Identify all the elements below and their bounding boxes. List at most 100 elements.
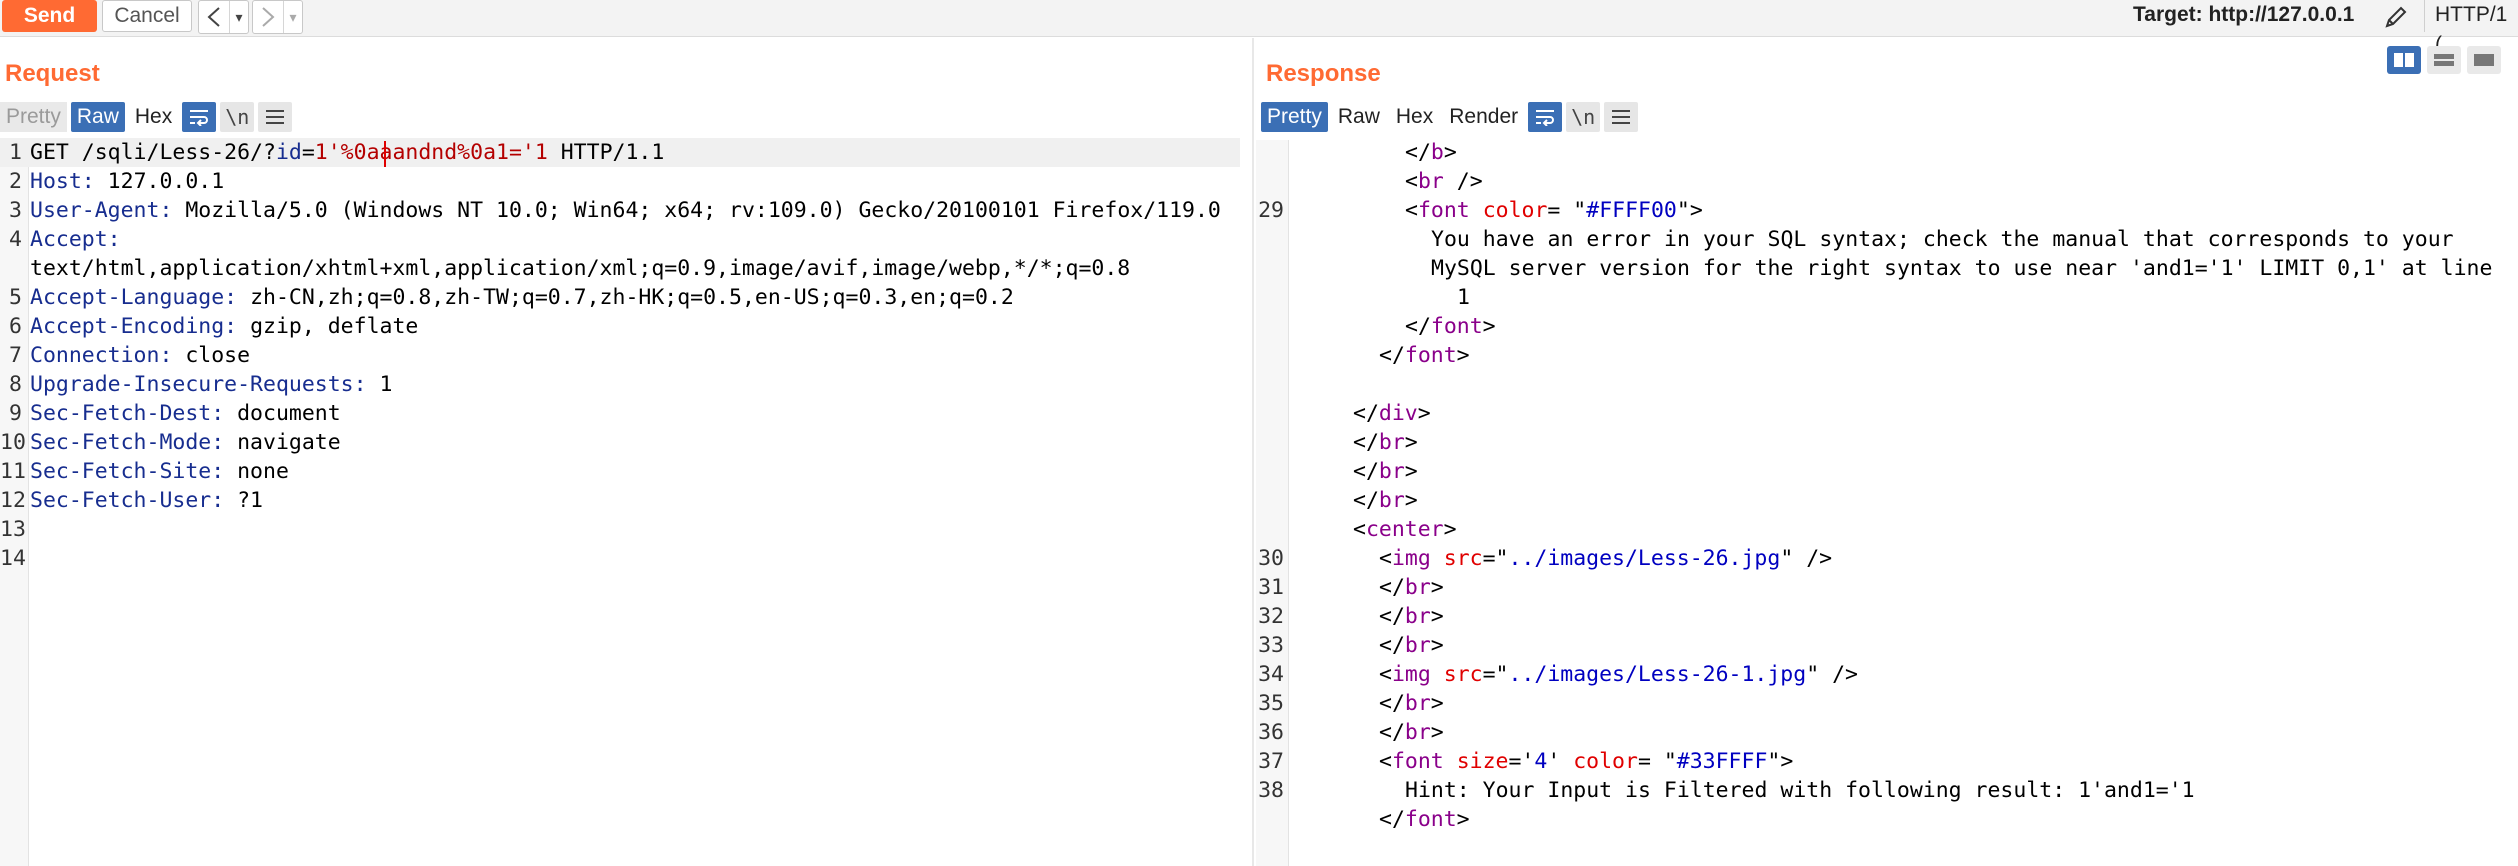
response-line: 37<font size='4' color= "#33FFFF"> xyxy=(1256,747,2496,776)
split-horizontal-layout-icon[interactable] xyxy=(2387,46,2421,74)
code-text: MySQL server version for the right synta… xyxy=(1431,256,2493,281)
tabs-layout-icon[interactable] xyxy=(2467,46,2501,74)
request-tab-pretty[interactable]: Pretty xyxy=(0,102,67,132)
line-number: 8 xyxy=(9,372,22,397)
pane-splitter[interactable] xyxy=(1252,38,1254,866)
request-method-path: GET /sqli/Less-26/? xyxy=(30,140,276,165)
response-tab-pretty[interactable]: Pretty xyxy=(1261,102,1328,132)
header-value: 127.0.0.1 xyxy=(94,169,225,194)
protocol-selector[interactable]: HTTP/1 ( xyxy=(2424,0,2518,56)
line-number: 7 xyxy=(9,343,22,368)
attribute-value: #FFFF00 xyxy=(1586,198,1677,223)
response-line: </font> xyxy=(1256,805,2496,834)
header-name: Accept-Language xyxy=(30,285,225,310)
line-number: 33 xyxy=(1258,633,1284,658)
response-line: </font> xyxy=(1256,312,2496,341)
response-menu-icon[interactable] xyxy=(1604,102,1639,132)
response-title: Response xyxy=(1266,60,1381,87)
code-text: /> xyxy=(1443,169,1483,194)
edit-target-pencil-icon[interactable] xyxy=(2381,2,2411,32)
header-value: Mozilla/5.0 (Windows NT 10.0; Win64; x64… xyxy=(172,198,1221,223)
text-caret xyxy=(384,141,386,167)
back-dropdown-icon[interactable]: ▾ xyxy=(229,1,248,33)
forward-nav-group: ▾ xyxy=(252,0,303,34)
request-text: text/html,application/xhtml+xml,applicat… xyxy=(30,256,1131,281)
response-word-wrap-icon[interactable] xyxy=(1528,102,1563,132)
html-tag: br xyxy=(1417,169,1444,194)
line-number: 34 xyxy=(1258,662,1284,687)
code-text: </ xyxy=(1353,488,1379,513)
back-arrow-icon[interactable] xyxy=(199,6,229,28)
line-number: 6 xyxy=(9,314,22,339)
code-text: "> xyxy=(1676,198,1703,223)
show-newlines-button[interactable]: \n xyxy=(220,102,255,132)
send-button[interactable]: Send xyxy=(2,0,97,32)
header-name: Accept xyxy=(30,227,108,252)
cancel-button[interactable]: Cancel xyxy=(102,0,192,32)
line-number: 31 xyxy=(1258,575,1284,600)
response-line: 34<img src="../images/Less-26-1.jpg" /> xyxy=(1256,660,2496,689)
code-text: < xyxy=(1379,662,1392,687)
response-line: 29<font color= "#FFFF00"> xyxy=(1256,196,2496,225)
line-number: 2 xyxy=(9,169,22,194)
line-number: 4 xyxy=(9,227,22,252)
code-text: </ xyxy=(1379,633,1405,658)
response-tab-render[interactable]: Render xyxy=(1449,105,1519,128)
code-text: < xyxy=(1405,169,1418,194)
request-menu-icon[interactable] xyxy=(258,102,293,132)
code-text: =' xyxy=(1508,749,1535,774)
request-gutter xyxy=(0,140,29,866)
code-text: = " xyxy=(1637,749,1677,774)
header-value: zh-CN,zh;q=0.8,zh-TW;q=0.7,zh-HK;q=0.5,e… xyxy=(237,285,1014,310)
html-tag: img xyxy=(1391,546,1431,571)
code-text: > xyxy=(1430,720,1444,745)
response-line: 31</br> xyxy=(1256,573,2496,602)
response-tab-raw[interactable]: Raw xyxy=(1337,105,1380,128)
target-label: Target: http://127.0.0.1 xyxy=(2133,3,2355,26)
header-value: 1 xyxy=(366,372,393,397)
word-wrap-icon[interactable] xyxy=(182,102,217,132)
forward-dropdown-icon[interactable]: ▾ xyxy=(283,1,302,33)
response-line xyxy=(1256,370,2496,399)
response-viewer[interactable]: </b><br />29<font color= "#FFFF00">You h… xyxy=(1256,138,2496,834)
html-tag: br xyxy=(1404,633,1431,658)
http-version: HTTP/1.1 xyxy=(547,140,665,165)
split-vertical-layout-icon[interactable] xyxy=(2427,46,2461,74)
code-text: </ xyxy=(1379,604,1405,629)
code-text: You have an error in your SQL syntax; ch… xyxy=(1431,227,2454,252)
line-number: 14 xyxy=(0,546,26,571)
line-number: 9 xyxy=(9,401,22,426)
response-tab-hex[interactable]: Hex xyxy=(1395,105,1434,128)
html-attribute: size xyxy=(1456,749,1509,774)
response-line: 36</br> xyxy=(1256,718,2496,747)
code-text: > xyxy=(1404,488,1418,513)
html-tag: img xyxy=(1391,662,1431,687)
header-colon: : xyxy=(211,430,225,455)
attribute-value: ../images/Less-26-1.jpg xyxy=(1508,662,1807,687)
request-line: 4 Accept: xyxy=(0,225,1240,254)
code-text xyxy=(1444,749,1457,774)
header-colon: : xyxy=(81,169,95,194)
code-text: </ xyxy=(1353,401,1379,426)
request-tab-raw[interactable]: Raw xyxy=(70,102,125,132)
request-tab-hex[interactable]: Hex xyxy=(134,105,173,128)
forward-arrow-icon[interactable] xyxy=(253,6,283,28)
header-colon: : xyxy=(107,227,121,252)
line-number: 30 xyxy=(1258,546,1284,571)
html-tag: div xyxy=(1378,401,1418,426)
header-colon: : xyxy=(224,314,238,339)
html-tag: font xyxy=(1417,198,1470,223)
html-tag: br xyxy=(1404,720,1431,745)
html-tag: br xyxy=(1378,459,1405,484)
line-number: 13 xyxy=(0,517,26,542)
line-number: 10 xyxy=(0,430,26,455)
response-show-newlines-button[interactable]: \n xyxy=(1566,102,1601,132)
response-line: </div> xyxy=(1256,399,2496,428)
code-text: > xyxy=(1443,140,1457,165)
